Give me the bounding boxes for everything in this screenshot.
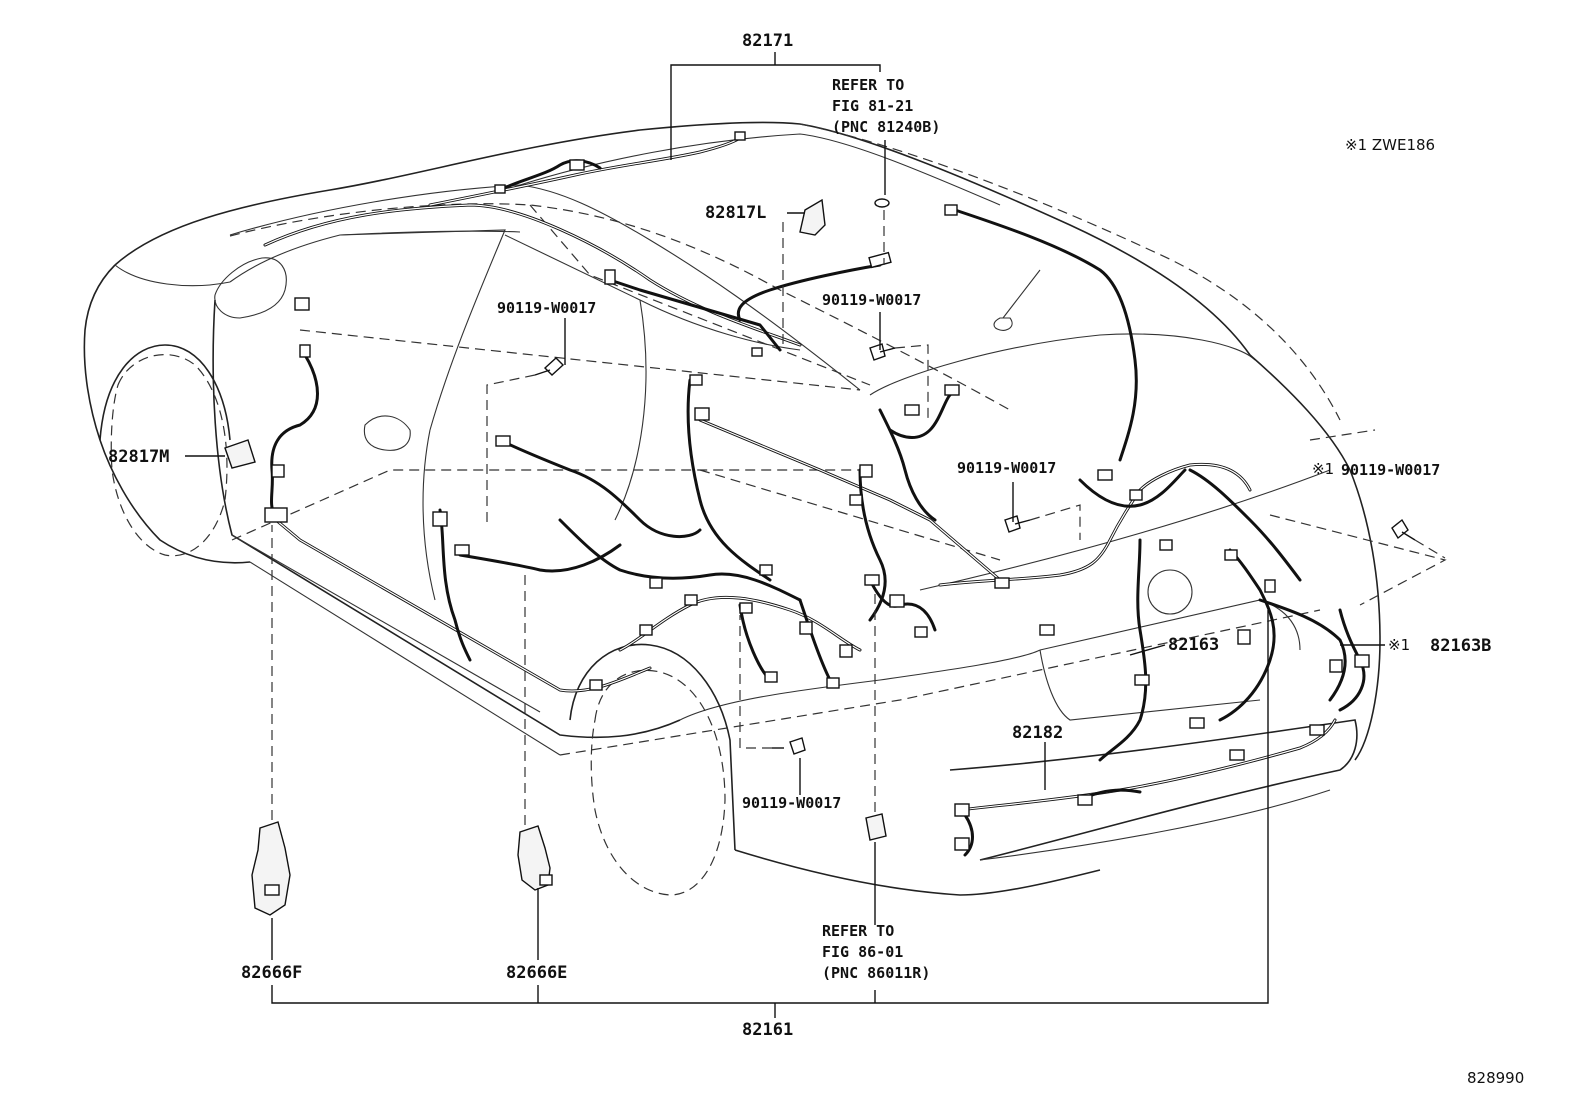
front-wheel bbox=[99, 344, 231, 557]
bolt-icon bbox=[1004, 515, 1031, 533]
label-82666E: 82666E bbox=[506, 963, 567, 983]
label-bolt-1: 90119-W0017 bbox=[497, 299, 596, 317]
label-82666F: 82666F bbox=[241, 963, 302, 983]
ref-bottom-line1: REFER TO bbox=[822, 922, 894, 940]
part-82817L-shape bbox=[799, 198, 826, 236]
applicability-note: ※1 ZWE186 bbox=[1345, 136, 1435, 154]
ref-top-line1: REFER TO bbox=[832, 76, 904, 94]
bolt-icon bbox=[869, 343, 896, 361]
connectors bbox=[264, 131, 1370, 851]
clip-bottom-ref bbox=[865, 813, 887, 841]
part-82666E-shape bbox=[517, 825, 553, 891]
label-82171: 82171 bbox=[742, 31, 793, 51]
clamp-top-ref bbox=[874, 198, 890, 208]
label-bolt-4: 90119-W0017 bbox=[1341, 461, 1440, 479]
label-82161: 82161 bbox=[742, 1020, 793, 1040]
ref-bottom-line2: FIG 86-01 bbox=[822, 943, 903, 961]
label-82163B: 82163B bbox=[1430, 636, 1491, 656]
label-82817L: 82817L bbox=[705, 203, 766, 223]
bolt-icon bbox=[772, 737, 806, 755]
phantom-lines bbox=[229, 123, 1447, 756]
rear-harness-82163 bbox=[938, 208, 1366, 762]
label-bolt-2: 90119-W0017 bbox=[822, 291, 921, 309]
floor-harness-82161 bbox=[268, 353, 1002, 693]
label-82163: 82163 bbox=[1168, 635, 1219, 655]
ref-bottom-line3: (PNC 86011R) bbox=[822, 964, 930, 982]
ref-top-line3: (PNC 81240B) bbox=[832, 118, 940, 136]
bolt-applicability-mark: ※1 bbox=[1312, 460, 1334, 478]
ref-top-line2: FIG 81-21 bbox=[832, 97, 913, 115]
vehicle-body-outline bbox=[83, 121, 1381, 896]
leader-lines bbox=[185, 52, 1446, 1018]
part-82666F-shape bbox=[251, 821, 291, 916]
bolt-icon bbox=[534, 357, 565, 376]
bolt-icon bbox=[1391, 518, 1416, 541]
part-82817M-shape bbox=[224, 439, 256, 469]
labels: 82171 REFER TO FIG 81-21 (PNC 81240B) ※1… bbox=[108, 31, 1524, 1087]
82163B-applicability-mark: ※1 bbox=[1388, 636, 1410, 654]
roof-harness-82171 bbox=[263, 136, 802, 352]
figure-id: 828990 bbox=[1467, 1069, 1524, 1087]
label-82182: 82182 bbox=[1012, 723, 1063, 743]
label-bolt-3: 90119-W0017 bbox=[957, 459, 1056, 477]
label-82817M: 82817M bbox=[108, 447, 169, 467]
rear-wheel bbox=[569, 643, 736, 896]
label-bolt-5: 90119-W0017 bbox=[742, 794, 841, 812]
door-harness bbox=[736, 263, 952, 522]
